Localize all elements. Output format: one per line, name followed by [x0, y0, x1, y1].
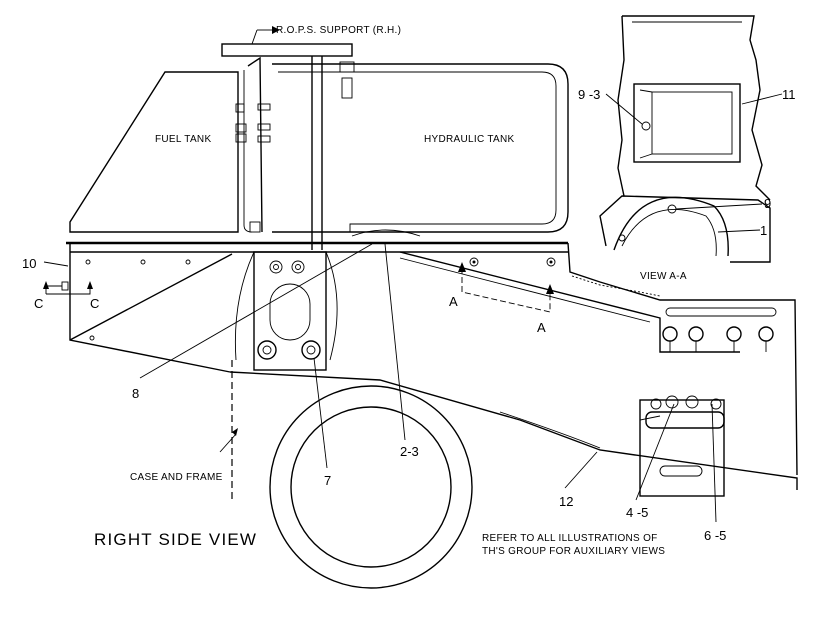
rear-bolts: [662, 326, 774, 352]
hydraulic-tank-label: HYDRAULIC TANK: [424, 134, 515, 145]
callout-7: 7: [324, 473, 331, 488]
callout-9: 9: [764, 196, 771, 211]
section-a-right-label: A: [537, 320, 546, 335]
section-c-marker: [43, 281, 93, 295]
callout-4-5: 4 -5: [626, 505, 648, 520]
leader-lines: [43, 93, 783, 523]
callout-12: 12: [559, 494, 573, 509]
main-frame: [66, 241, 798, 490]
section-a-marker: [458, 262, 554, 313]
rops-support: [221, 26, 355, 250]
rops-support-label: R.O.P.S. SUPPORT (R.H.): [276, 25, 401, 36]
hydraulic-tank: [272, 63, 569, 237]
mount-plate: [253, 251, 327, 371]
callout-11: 11: [782, 87, 796, 102]
section-a-left-label: A: [449, 294, 458, 309]
case-frame-outline: [219, 251, 338, 500]
section-c-right-label: C: [90, 296, 99, 311]
callout-9-3: 9 -3: [578, 87, 600, 102]
callout-2-3: 2-3: [400, 444, 419, 459]
callout-6-5: 6 -5: [704, 528, 726, 543]
rear-bracket: [639, 395, 725, 497]
refer-note-line1: REFER TO ALL ILLUSTRATIONS OF: [482, 533, 658, 544]
callout-1: 1: [760, 223, 767, 238]
callout-10: 10: [22, 256, 36, 271]
view-aa-detail: [599, 15, 771, 263]
fuel-tank: [69, 56, 271, 233]
callout-8: 8: [132, 386, 139, 401]
refer-note-line2: TH'S GROUP FOR AUXILIARY VIEWS: [482, 546, 665, 557]
fuel-tank-label: FUEL TANK: [155, 134, 211, 145]
right-side-view-title: RIGHT SIDE VIEW: [94, 530, 257, 549]
view-aa-label: VIEW A-A: [640, 271, 687, 282]
section-c-left-label: C: [34, 296, 43, 311]
case-and-frame-label: CASE AND FRAME: [130, 472, 223, 483]
final-drive-hub: [269, 385, 473, 589]
